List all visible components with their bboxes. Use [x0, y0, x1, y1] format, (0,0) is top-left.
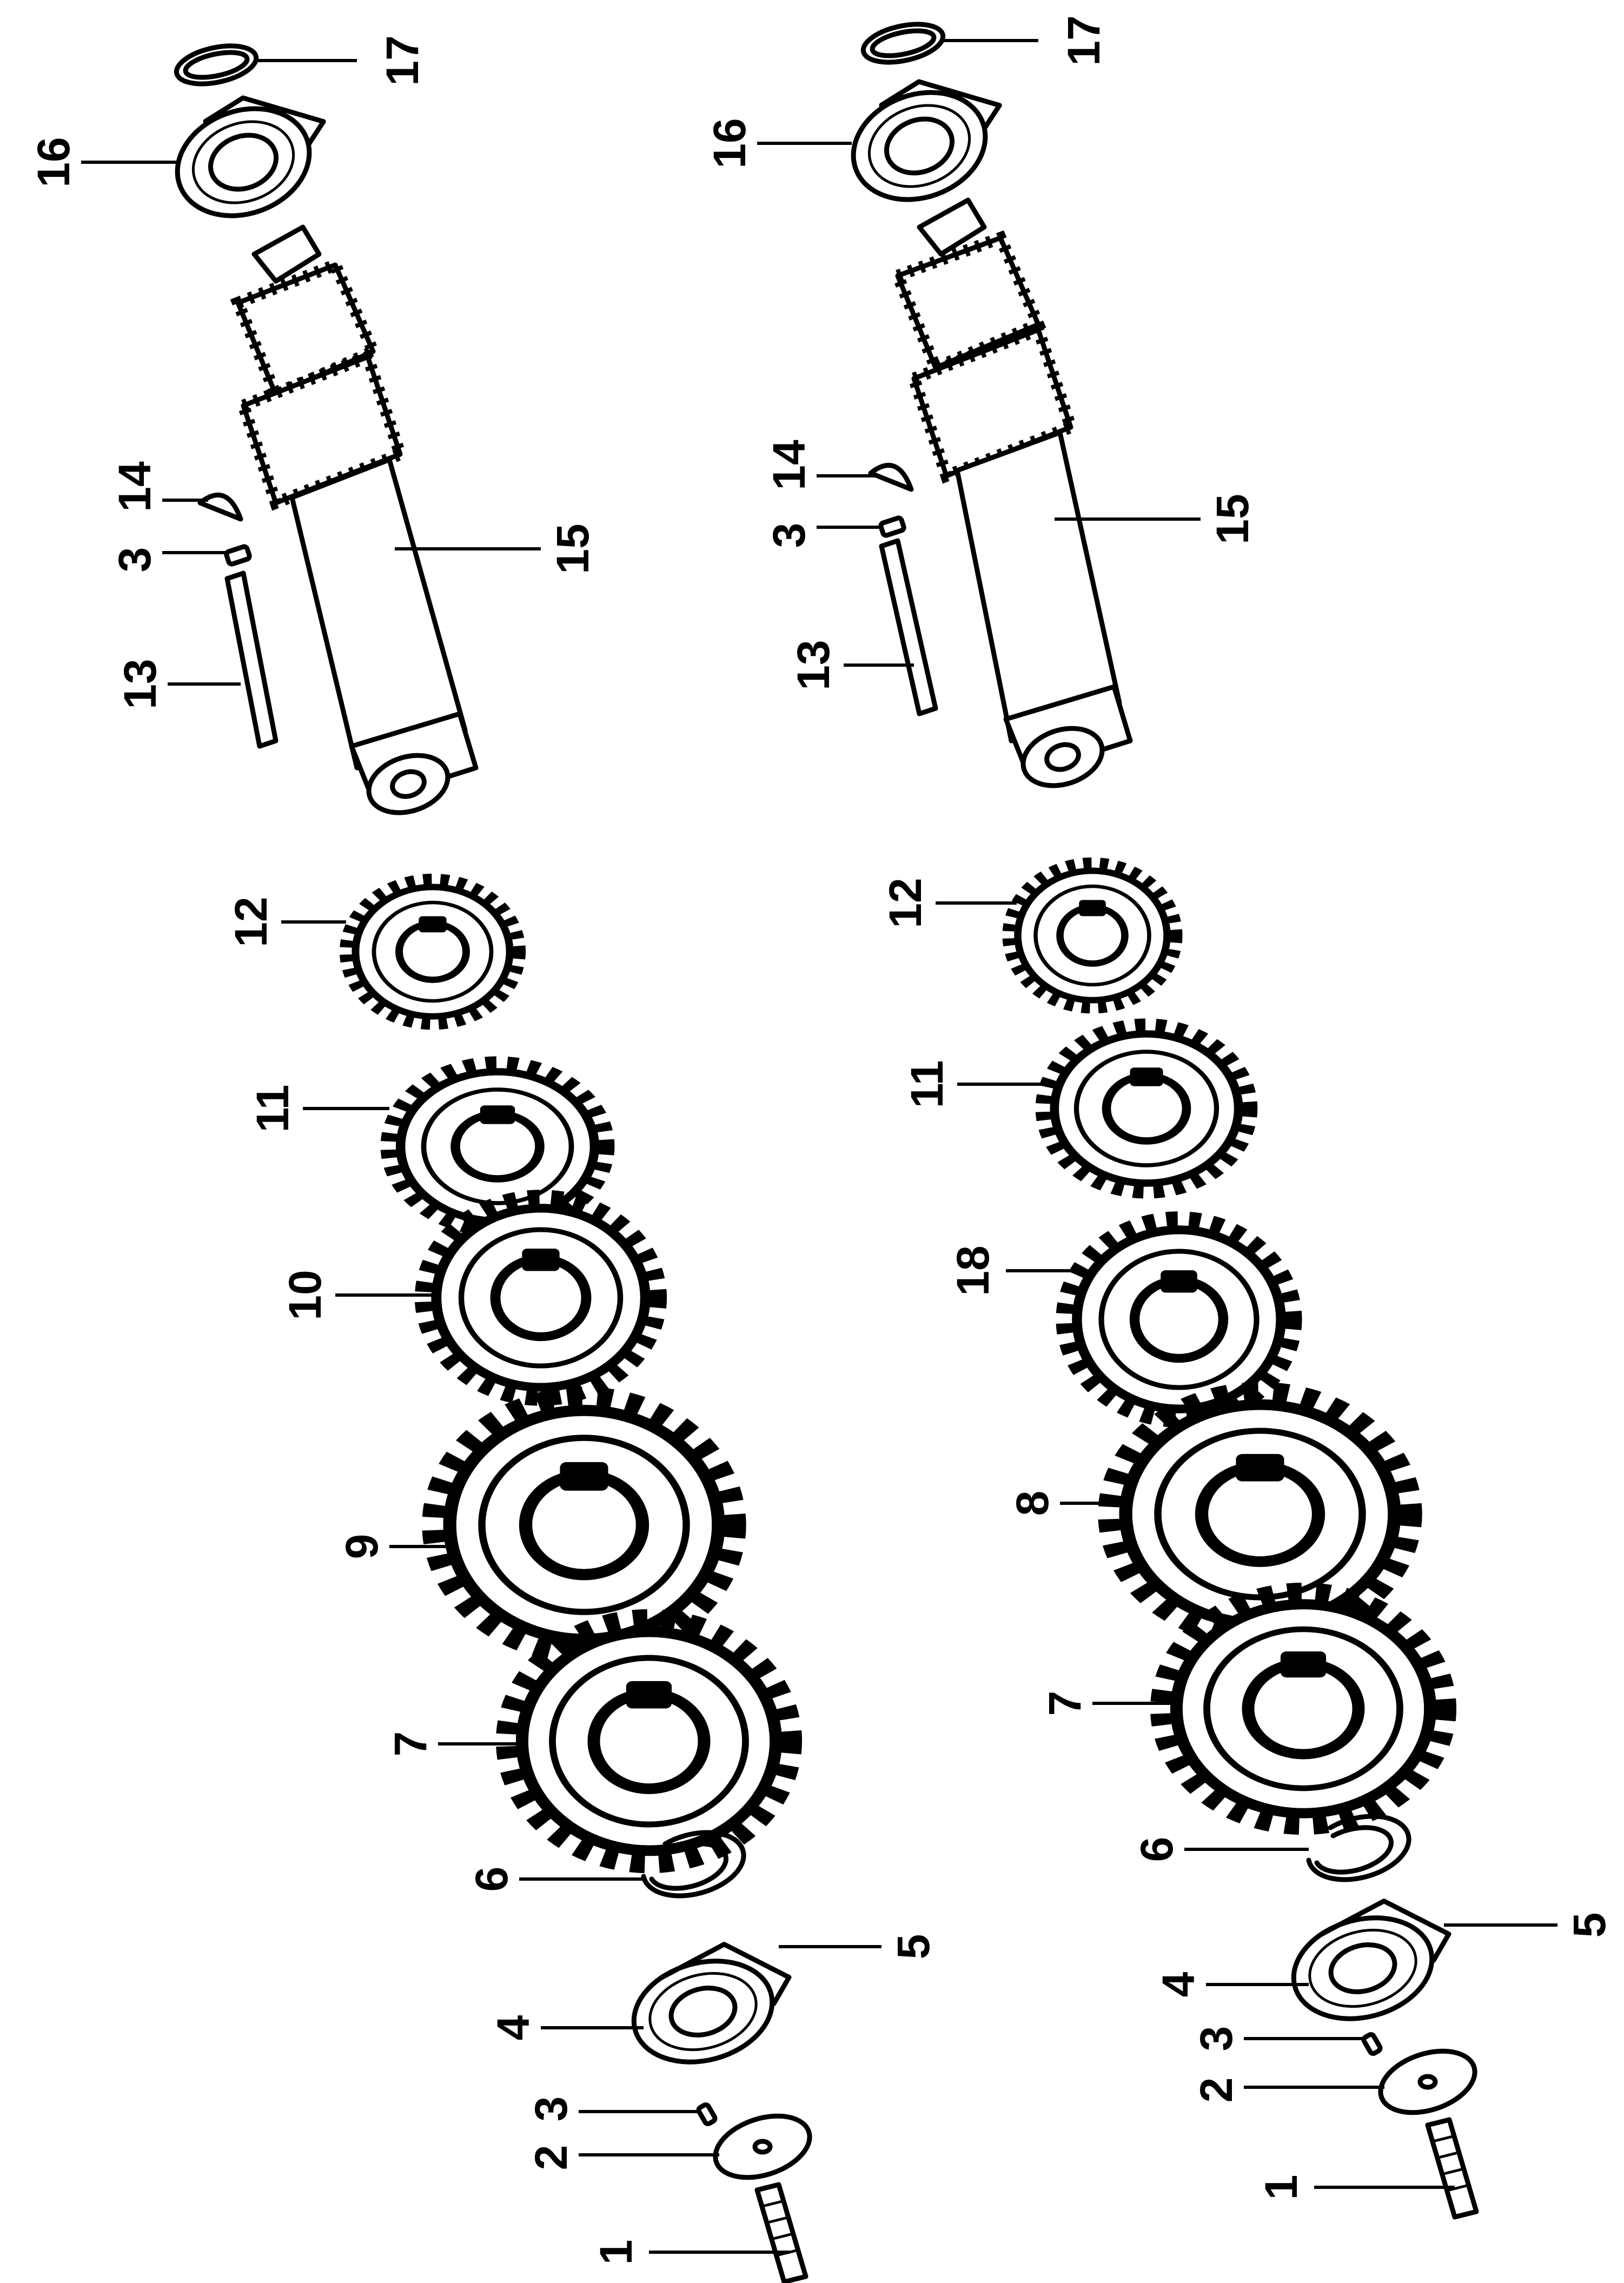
part-12-gear: [349, 881, 516, 1022]
part-16-bearing: [175, 95, 326, 218]
label-11: 11: [902, 1060, 952, 1109]
label-17: 17: [377, 35, 428, 85]
label-5: 5: [1564, 1913, 1615, 1938]
part-14-woodruff-key: [868, 462, 914, 492]
label-8: 8: [1007, 1491, 1058, 1516]
label-3-lower: 3: [1191, 2026, 1242, 2052]
part-15-shaft: [890, 197, 1133, 788]
label-4: 4: [488, 2015, 539, 2040]
label-14: 14: [764, 440, 814, 490]
part-2-washer: [1378, 2048, 1477, 2115]
part-3-pin-lower: [1361, 2032, 1383, 2056]
label-15: 15: [547, 523, 598, 574]
part-3-pin-lower: [696, 2102, 718, 2127]
label-6: 6: [1131, 1837, 1182, 1862]
label-13: 13: [788, 640, 839, 690]
part-2-washer: [713, 2113, 812, 2180]
part-13-key: [879, 538, 938, 716]
part-3-pin-upper: [878, 515, 906, 538]
label-18: 18: [947, 1245, 998, 1296]
label-17: 17: [1058, 15, 1109, 65]
label-16: 16: [28, 137, 79, 187]
label-14: 14: [109, 461, 160, 512]
label-9: 9: [336, 1534, 387, 1559]
part-11-gear: [392, 1065, 603, 1227]
label-3-upper: 3: [109, 547, 160, 573]
label-7: 7: [1039, 1691, 1090, 1716]
part-6-snap-ring: [1306, 1814, 1411, 1882]
label-5: 5: [888, 1934, 939, 1960]
part-5-bearing: [631, 1942, 792, 2065]
label-15: 15: [1207, 494, 1258, 544]
part-1-bolt: [754, 2182, 808, 2283]
label-6: 6: [466, 1867, 517, 1892]
label-1: 1: [1256, 2175, 1307, 2200]
label-2: 2: [526, 2145, 576, 2171]
label-2: 2: [1191, 2078, 1242, 2103]
part-11-gear: [1046, 1027, 1247, 1190]
right-assembly: 17 16 14 3 15 13 12 11 18 8 7 6 5 4 3 2 …: [704, 15, 1615, 2220]
part-17-snap-ring: [860, 22, 946, 65]
left-assembly: 17 16 14 3 15 13 12 11 10 9 7 6 5 4 3 2 …: [28, 35, 939, 2283]
part-7-gear: [1165, 1595, 1441, 1822]
part-7-gear: [511, 1622, 787, 1860]
label-4: 4: [1153, 1972, 1204, 1997]
label-11: 11: [247, 1085, 298, 1133]
label-3-upper: 3: [764, 523, 814, 548]
part-12-gear: [1011, 865, 1174, 1006]
label-16: 16: [704, 118, 755, 168]
label-13: 13: [115, 659, 165, 709]
part-6-snap-ring: [641, 1830, 746, 1899]
label-1: 1: [591, 2240, 641, 2265]
label-7: 7: [385, 1731, 436, 1757]
part-15-shaft: [230, 224, 479, 815]
part-16-bearing: [851, 79, 1002, 202]
part-9-gear: [438, 1401, 730, 1649]
part-3-pin-upper: [224, 544, 252, 567]
part-17-snap-ring: [174, 43, 259, 87]
label-10: 10: [280, 1270, 330, 1320]
label-12: 12: [226, 897, 276, 947]
part-1-bolt: [1425, 2117, 1479, 2220]
part-5-bearing: [1291, 1899, 1451, 2021]
label-12: 12: [880, 878, 931, 928]
part-13-key: [224, 570, 279, 749]
label-3-lower: 3: [526, 2096, 576, 2122]
